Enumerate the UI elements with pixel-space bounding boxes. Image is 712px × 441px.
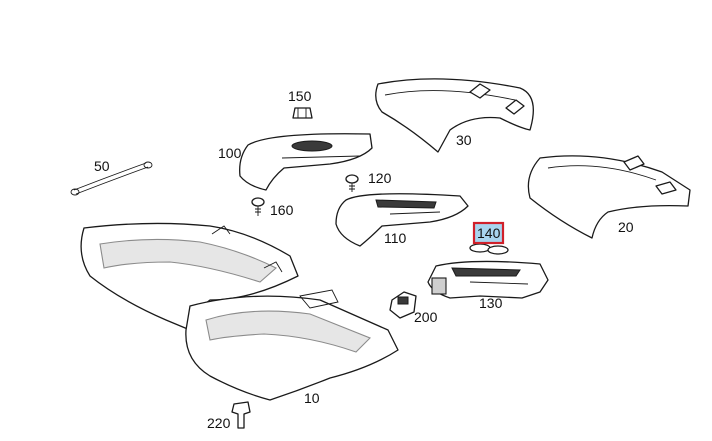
callout-140-highlight-box: [472, 221, 505, 245]
part-30-cover: [375, 78, 534, 153]
callout-20[interactable]: 20: [618, 219, 634, 235]
part-140-clips: [469, 243, 509, 255]
callout-30[interactable]: 30: [456, 132, 472, 148]
callout-30-label: 30: [456, 132, 472, 148]
callout-100[interactable]: 100: [218, 145, 242, 161]
callout-100-label: 100: [218, 145, 242, 161]
callout-220[interactable]: 220: [207, 415, 231, 431]
callout-20-label: 20: [618, 219, 634, 235]
callout-150[interactable]: 150: [288, 88, 312, 104]
callout-200-label: 200: [414, 309, 438, 325]
part-130-bracket: [427, 260, 549, 299]
part-110-trim-panel: [335, 193, 469, 247]
part-50-cable: [70, 161, 153, 196]
callout-50[interactable]: 50: [94, 158, 110, 174]
part-20-cover: [527, 155, 691, 239]
callout-130-label: 130: [479, 295, 503, 311]
callout-10[interactable]: 10: [304, 390, 320, 406]
callout-110-label: 110: [384, 230, 407, 246]
callout-140-label: 140: [477, 225, 501, 241]
part-200-latch: [389, 291, 417, 319]
callout-160[interactable]: 160: [270, 202, 294, 218]
part-160-bolt: [251, 197, 265, 216]
callout-120-label: 120: [368, 170, 392, 186]
callout-160-label: 160: [270, 202, 294, 218]
callout-150-label: 150: [288, 88, 312, 104]
callout-110[interactable]: 110: [384, 230, 407, 246]
callout-140-highlighted[interactable]: 140: [472, 221, 505, 245]
callout-130[interactable]: 130: [479, 295, 503, 311]
part-150-nut: [292, 107, 313, 119]
part-10-seat-cushion: [80, 222, 399, 401]
part-100-trim: [239, 133, 373, 191]
part-120-screw: [345, 174, 359, 192]
callout-200[interactable]: 200: [414, 309, 438, 325]
part-220-clip: [231, 401, 251, 429]
callout-220-label: 220: [207, 415, 231, 431]
callout-120[interactable]: 120: [368, 170, 392, 186]
callout-10-label: 10: [304, 390, 320, 406]
callout-50-label: 50: [94, 158, 110, 174]
